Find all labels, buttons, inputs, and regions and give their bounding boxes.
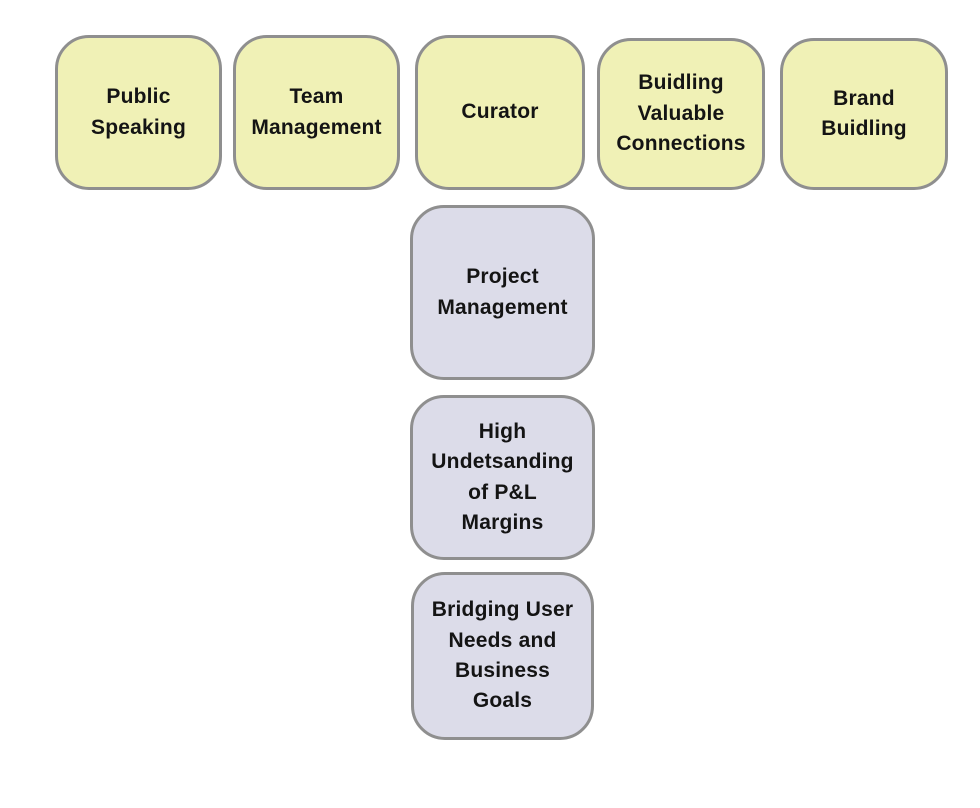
skill-box-label: Buidling Valuable Connections (616, 71, 746, 156)
skill-box-team-management: Team Management (233, 35, 400, 190)
skill-box-label: Public Speaking (91, 85, 186, 139)
skill-box-understanding-pl-margins: High Undetsanding of P&L Margins (410, 395, 595, 560)
skill-box-curator: Curator (415, 35, 585, 190)
skill-box-project-management: Project Management (410, 205, 595, 380)
skill-box-label: Bridging User Needs and Business Goals (431, 598, 574, 713)
skill-box-label: Team Management (251, 85, 382, 139)
skill-box-brand-building: Brand Buidling (780, 38, 948, 190)
skill-box-building-valuable-connections: Buidling Valuable Connections (597, 38, 765, 190)
skill-box-label: Project Management (437, 265, 568, 319)
skill-box-label: Brand Buidling (821, 86, 907, 140)
skill-box-bridging-user-needs-business-goals: Bridging User Needs and Business Goals (411, 572, 594, 740)
skill-box-label: High Undetsanding of P&L Margins (431, 419, 574, 534)
skill-box-label: Curator (461, 100, 539, 124)
skill-box-public-speaking: Public Speaking (55, 35, 222, 190)
